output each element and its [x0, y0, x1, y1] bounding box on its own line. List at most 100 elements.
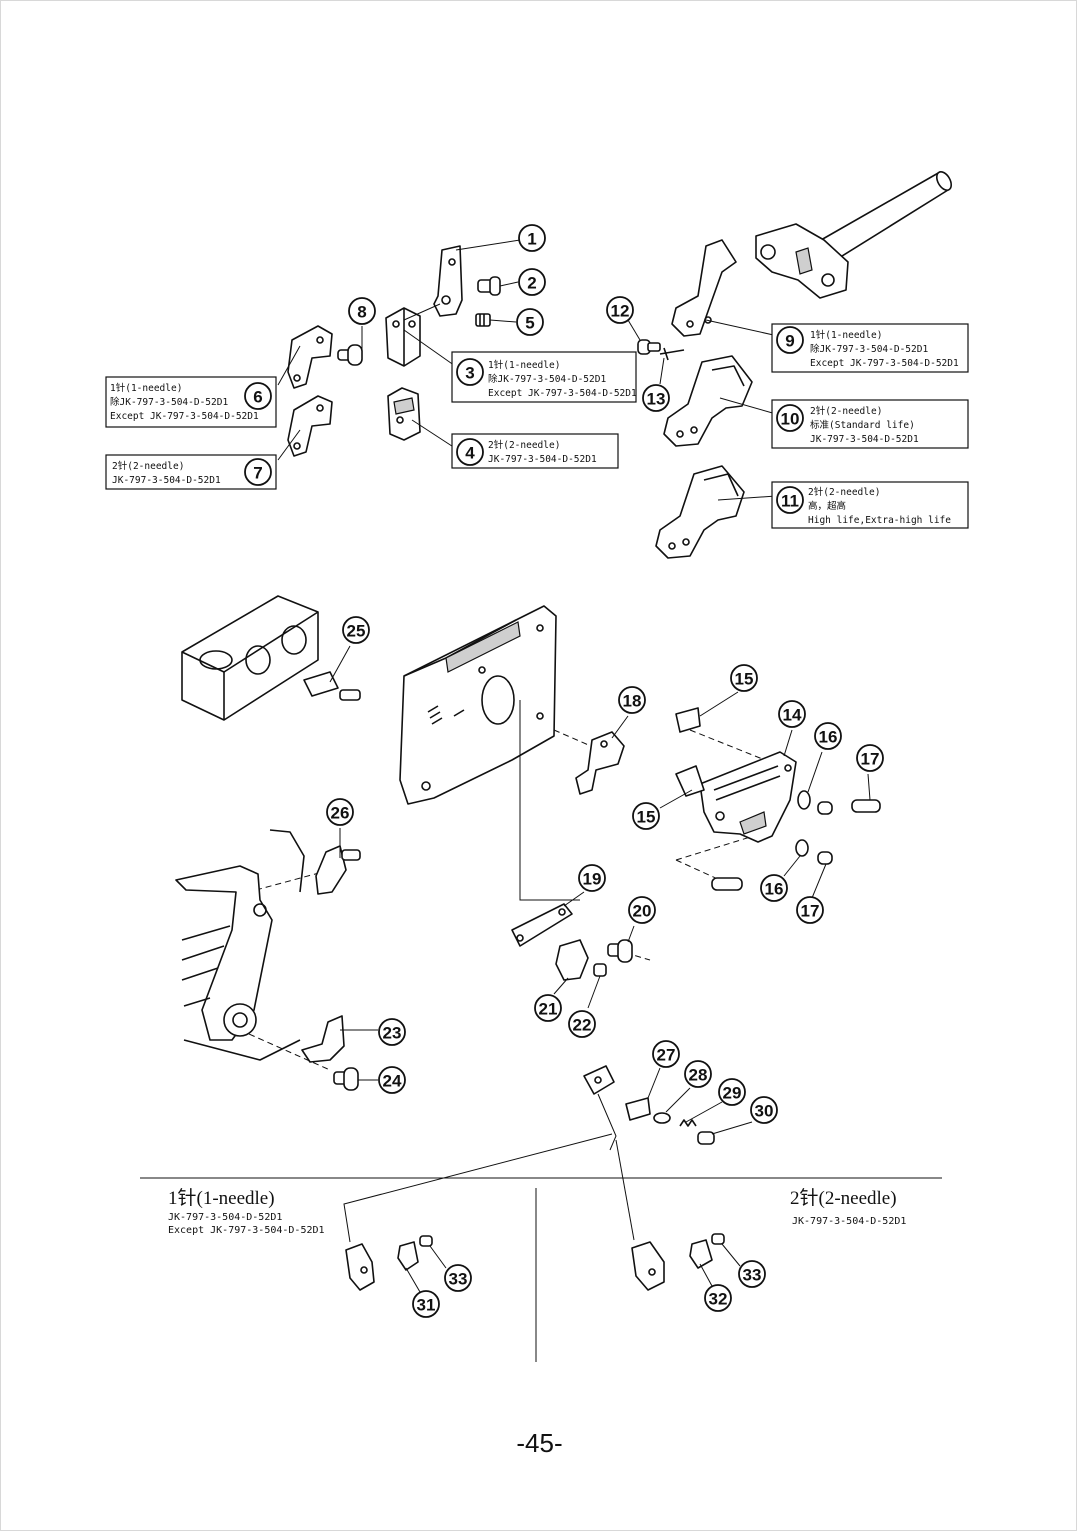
note-11-line2: 高，超高 [808, 500, 846, 512]
callout-25: 25 [342, 616, 370, 644]
section-1-needle-title: 1针(1-needle) [168, 1187, 275, 1209]
svg-text:4: 4 [465, 444, 475, 463]
note-4-line1: 2针(2-needle) [488, 439, 560, 451]
svg-text:3: 3 [465, 364, 474, 383]
part-8-screw [337, 344, 363, 366]
svg-text:7: 7 [253, 464, 262, 483]
svg-text:22: 22 [573, 1016, 592, 1035]
svg-text:20: 20 [633, 902, 652, 921]
part-10-bracket [663, 355, 753, 447]
part-22-pin [593, 963, 607, 977]
note-9-line3: Except JK-797-3-504-D-52D1 [810, 358, 959, 369]
callout-17-upper: 17 [856, 744, 884, 772]
callout-23: 23 [378, 1018, 406, 1046]
note-3-line1: 1针(1-needle) [488, 359, 560, 371]
callout-31: 31 [412, 1290, 440, 1318]
note-7-line1: 2针(2-needle) [112, 460, 184, 472]
svg-text:32: 32 [709, 1290, 728, 1309]
note-11-line1: 2针(2-needle) [808, 486, 880, 498]
part-30-screw [697, 1131, 715, 1145]
svg-text:33: 33 [449, 1270, 468, 1289]
note-10-line3: JK-797-3-504-D-52D1 [810, 434, 919, 445]
callout-13: 13 [642, 384, 670, 412]
note-10-line2: 标准(Standard life) [810, 419, 915, 431]
section-2-needle-line1: JK-797-3-504-D-52D1 [792, 1216, 906, 1227]
part-4-block [387, 387, 421, 441]
callout-24: 24 [378, 1066, 406, 1094]
note-4-line2: JK-797-3-504-D-52D1 [488, 454, 597, 465]
svg-text:6: 6 [253, 388, 262, 407]
svg-text:16: 16 [765, 880, 784, 899]
note-10-line1: 2针(2-needle) [810, 405, 882, 417]
svg-text:11: 11 [781, 492, 799, 511]
part-12-screw [637, 339, 661, 355]
callout-7: 7 [244, 458, 272, 486]
note-box-10: 2针(2-needle) 标准(Standard life) JK-797-3-… [771, 399, 969, 449]
svg-text:26: 26 [331, 804, 350, 823]
svg-text:24: 24 [383, 1072, 402, 1091]
section-label-1-needle: 1针(1-needle) JK-797-3-504-D-52D1 Except … [168, 1187, 325, 1236]
callout-6: 6 [244, 382, 272, 410]
svg-text:17: 17 [861, 750, 880, 769]
callout-30: 30 [750, 1096, 778, 1124]
svg-text:33: 33 [743, 1266, 762, 1285]
part-1needle-clamp-body [345, 1243, 375, 1291]
callout-17-lower: 17 [796, 896, 824, 924]
part-1-bracket [433, 245, 463, 317]
callout-19: 19 [578, 864, 606, 892]
note-6-line2: 除JK-797-3-504-D-52D1 [110, 396, 228, 408]
part-26-lever [269, 829, 361, 895]
svg-text:30: 30 [755, 1102, 774, 1121]
callout-10: 10 [776, 404, 804, 432]
callout-29: 29 [718, 1078, 746, 1106]
part-23-bracket [301, 1015, 345, 1063]
part-17-screw-upper [817, 799, 881, 815]
note-9-line2: 除JK-797-3-504-D-52D1 [810, 343, 928, 355]
section-2-needle-title: 2针(2-needle) [790, 1187, 897, 1209]
svg-text:1: 1 [527, 230, 536, 249]
svg-text:25: 25 [347, 622, 366, 641]
callout-33-left: 33 [444, 1264, 472, 1292]
note-7-line2: JK-797-3-504-D-52D1 [112, 475, 221, 486]
callout-18: 18 [618, 686, 646, 714]
callout-1: 1 [518, 224, 546, 252]
part-14-slide-plate [699, 751, 797, 843]
callout-2: 2 [518, 268, 546, 296]
note-box-11: 2针(2-needle) 高，超高 High life,Extra-high l… [771, 481, 969, 529]
shaft-assembly [755, 171, 953, 299]
svg-text:31: 31 [417, 1296, 436, 1315]
part-20-screw [607, 939, 633, 963]
section-1-needle-line1: JK-797-3-504-D-52D1 [168, 1212, 282, 1223]
callout-27: 27 [652, 1040, 680, 1068]
callout-16-upper: 16 [814, 722, 842, 750]
callout-32: 32 [704, 1284, 732, 1312]
svg-text:2: 2 [527, 274, 536, 293]
note-9-line1: 1针(1-needle) [810, 329, 882, 341]
callout-21: 21 [534, 994, 562, 1022]
callout-4: 4 [456, 438, 484, 466]
page-number: -45- [516, 1428, 563, 1458]
part-15-clip-upper [675, 707, 701, 733]
part-9-bracket [671, 239, 737, 337]
svg-text:8: 8 [357, 303, 366, 322]
callout-3: 3 [456, 358, 484, 386]
note-3-line3: Except JK-797-3-504-D-52D1 [488, 388, 637, 399]
part-11-bracket [655, 465, 745, 559]
svg-text:12: 12 [611, 302, 630, 321]
section-1-needle-line2: Except JK-797-3-504-D-52D1 [168, 1225, 325, 1236]
part-18-bracket [575, 731, 625, 795]
callout-8: 8 [348, 297, 376, 325]
svg-text:16: 16 [819, 728, 838, 747]
lever-arm [175, 865, 301, 1061]
part-33-screw-right [711, 1233, 725, 1245]
part-21-bracket [555, 939, 589, 981]
svg-text:18: 18 [623, 692, 642, 711]
part-29-spring [679, 1119, 697, 1127]
part-33-screw-left [419, 1235, 433, 1247]
note-6-line1: 1针(1-needle) [110, 382, 182, 394]
part-15-clip-lower [675, 765, 705, 797]
note-box-9: 1针(1-needle) 除JK-797-3-504-D-52D1 Except… [771, 323, 969, 373]
part-7-bracket [287, 395, 333, 457]
svg-text:27: 27 [657, 1046, 676, 1065]
